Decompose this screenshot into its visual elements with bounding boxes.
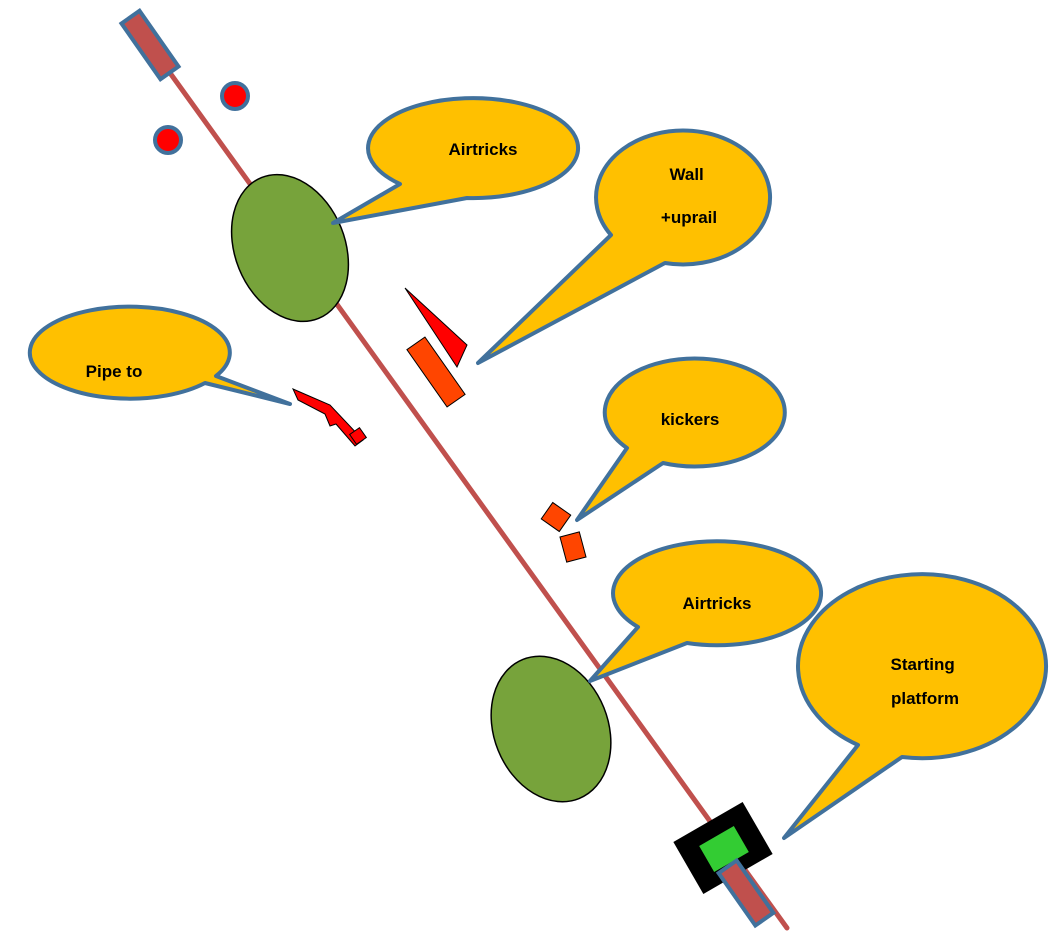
speech-bubble [476, 128, 773, 365]
starting-platform-inner [699, 826, 749, 872]
callout-airtricks-bottom: Airtricks [588, 539, 824, 683]
pipe-obstacle [292, 388, 364, 447]
callout-pipe-to: Pipe to [27, 304, 292, 406]
wall-obstacle [406, 336, 466, 408]
kicker-obstacle [559, 531, 587, 563]
speech-bubble [27, 304, 292, 406]
callout-starting-platform: Starting platform [782, 572, 1048, 840]
callout-label: Starting platform [891, 655, 960, 708]
callout-label: Airtricks [449, 140, 518, 159]
callout-label: kickers [661, 410, 720, 429]
speech-bubble [588, 539, 824, 683]
callout-kickers: kickers [575, 356, 787, 522]
uprail-obstacle [404, 287, 468, 369]
callout-label: Pipe to [86, 362, 143, 381]
pipe-obstacle-end [348, 426, 368, 446]
callout-wall-uprail: Wall +uprail [476, 128, 773, 365]
marker-dot [153, 125, 183, 155]
kicker-obstacle [540, 501, 572, 533]
course-end-bottom [715, 857, 777, 929]
marker-dot [220, 81, 250, 111]
callout-label: Airtricks [683, 594, 752, 613]
course-end-top [118, 8, 182, 82]
callout-airtricks-top: Airtricks [331, 96, 581, 225]
speech-bubble [575, 356, 787, 522]
speech-bubble [782, 572, 1048, 840]
airtricks-jump-top [230, 173, 350, 323]
speech-bubble [331, 96, 581, 225]
callout-label: Wall +uprail [661, 165, 717, 227]
airtricks-jump-bottom [490, 655, 612, 803]
